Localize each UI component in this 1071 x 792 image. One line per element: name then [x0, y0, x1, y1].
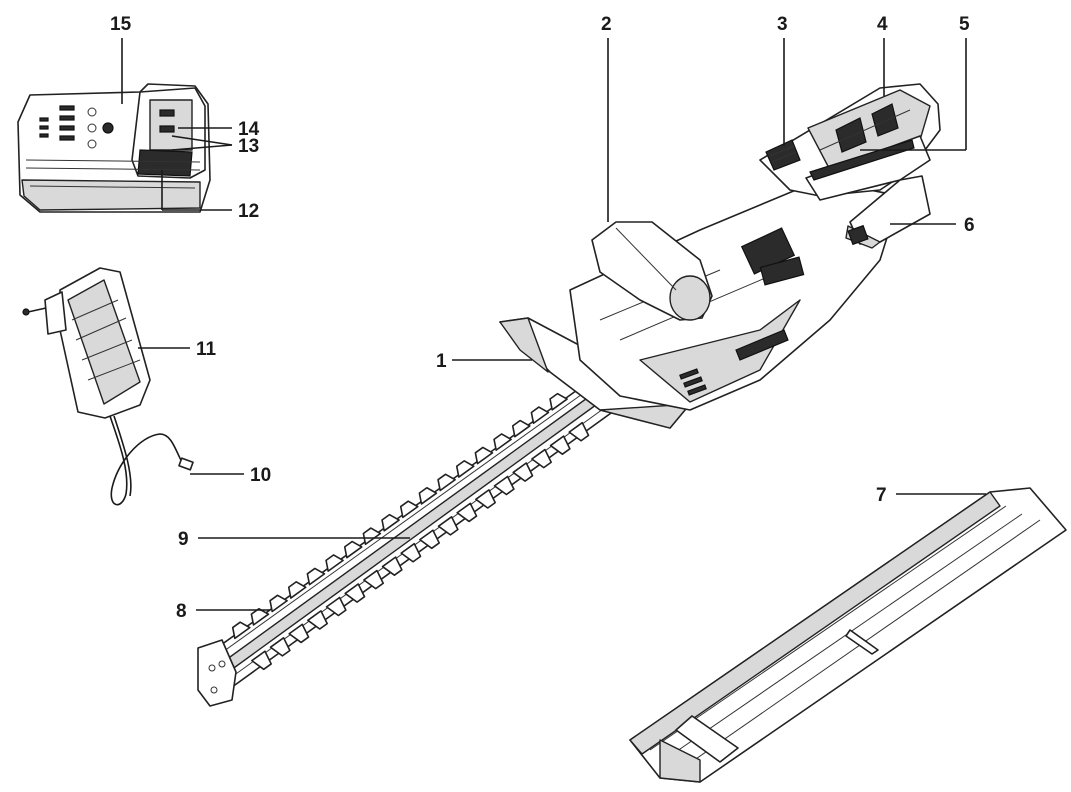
- callout-6: 6: [964, 215, 975, 236]
- charger: [22, 267, 194, 506]
- callout-11: 11: [196, 339, 217, 360]
- callout-5: 5: [959, 14, 970, 35]
- blade-tooth: [456, 502, 478, 523]
- blade-tooth: [381, 513, 400, 532]
- charger-connector: [178, 457, 194, 471]
- blade-tooth: [250, 607, 270, 626]
- callout-13: 13: [238, 136, 259, 157]
- blade-tooth: [493, 475, 515, 496]
- blade-tooth: [493, 433, 512, 451]
- blade-tooth: [343, 540, 363, 559]
- battery-slot: [845, 175, 931, 249]
- rear-handle: [759, 83, 941, 201]
- blade-tooth: [531, 448, 552, 469]
- blade-tooth: [530, 406, 550, 425]
- blade-tooth: [251, 650, 272, 671]
- front-handle: [591, 221, 713, 321]
- blade-tooth: [474, 446, 494, 465]
- blade-tooth: [400, 542, 422, 563]
- callout-8: 8: [176, 601, 187, 622]
- callout-3: 3: [777, 14, 788, 35]
- leader-13b: [171, 144, 233, 151]
- blade-tooth: [511, 419, 531, 438]
- blade: [197, 387, 619, 707]
- callout-7: 7: [876, 485, 887, 506]
- callout-2: 2: [601, 14, 612, 35]
- blade-tooth: [475, 489, 496, 509]
- blade-tooth: [549, 435, 571, 455]
- blade-tooth: [568, 421, 590, 442]
- battery-pack: [17, 83, 211, 213]
- battery-button-icon: [159, 109, 175, 117]
- blade-tooth: [269, 637, 291, 657]
- blade-tooth: [287, 581, 307, 599]
- blade-tooth: [362, 527, 382, 546]
- leader-13a: [171, 135, 233, 146]
- blade-cover: [629, 487, 1067, 783]
- battery-indicator-icon: [159, 125, 175, 133]
- blade-tooth: [399, 500, 419, 519]
- callout-labels: 1 2 3 4 5 6 7 8 9 10 11 12 13 14 15: [110, 14, 975, 622]
- callout-15: 15: [110, 14, 132, 35]
- callout-9: 9: [178, 529, 189, 550]
- plug-pin-icon: [22, 308, 30, 316]
- vent-grille-lower: [759, 256, 805, 286]
- callout-4: 4: [877, 14, 888, 35]
- motor-housing: [569, 179, 901, 411]
- blade-tooth: [325, 554, 344, 572]
- blade-tooth: [418, 486, 438, 505]
- blade-tooth: [419, 529, 440, 550]
- blade-tooth: [437, 473, 456, 492]
- blade-tooth: [231, 621, 251, 640]
- blade-tooth: [549, 392, 568, 411]
- blade-tooth: [344, 583, 366, 603]
- hedge-trimmer: [197, 83, 941, 707]
- blade-tooth: [306, 567, 326, 586]
- blade-teeth-bottom: [251, 421, 590, 671]
- blade-tooth: [512, 462, 534, 482]
- callout-12: 12: [238, 201, 259, 222]
- callout-1: 1: [436, 351, 447, 372]
- blade-tooth: [381, 556, 403, 576]
- blade-tooth: [325, 596, 347, 617]
- leader-lines: [121, 38, 986, 611]
- blade-tooth: [363, 569, 384, 590]
- blade-tooth: [288, 623, 310, 644]
- blade-tooth: [437, 516, 459, 536]
- blade-tooth: [455, 460, 475, 478]
- blade-tooth: [307, 610, 328, 630]
- blade-teeth-top: [231, 392, 568, 640]
- callout-14: 14: [238, 119, 260, 140]
- callout-10: 10: [250, 465, 271, 486]
- blade-tooth: [269, 594, 288, 613]
